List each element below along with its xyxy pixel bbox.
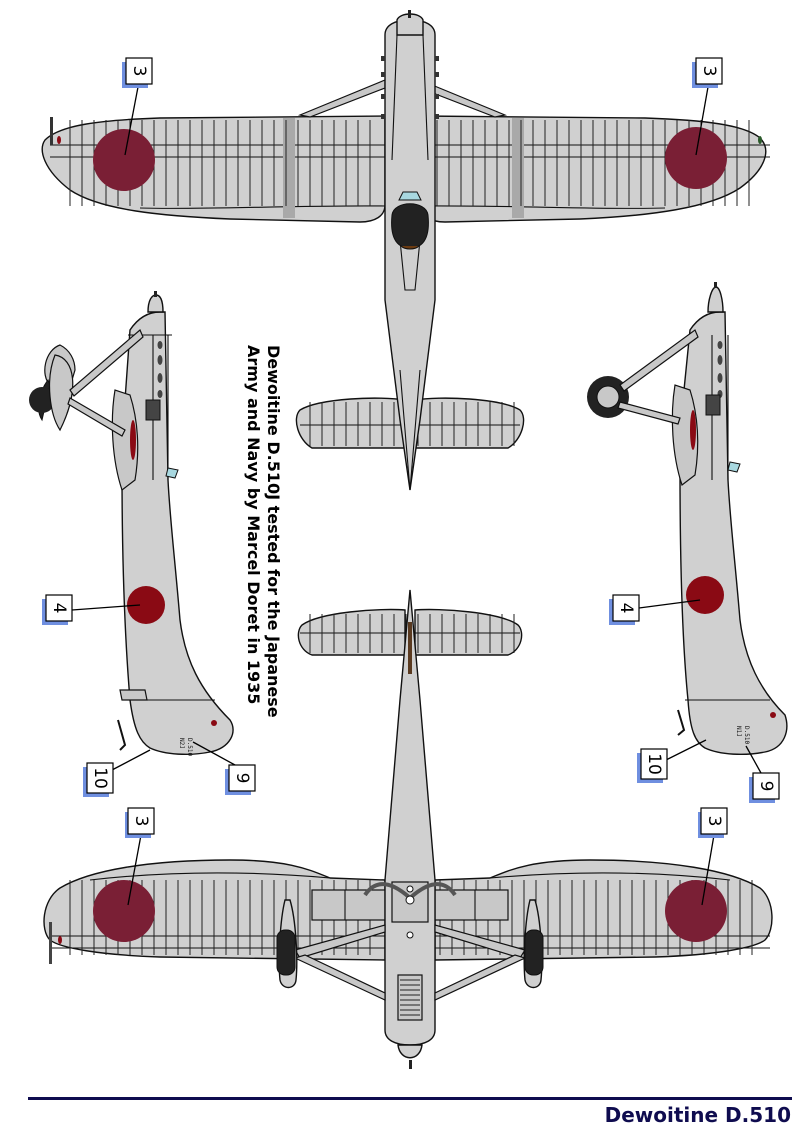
spinner	[397, 1044, 423, 1059]
callout-4: 4	[42, 594, 141, 625]
windscreen	[398, 191, 422, 201]
headrest	[400, 245, 420, 250]
svg-text:3: 3	[699, 66, 719, 77]
svg-text:9: 9	[756, 781, 776, 792]
svg-text:9: 9	[232, 773, 252, 784]
hinomaru-roundel	[127, 586, 165, 624]
bottom-plan-view	[43, 589, 773, 1069]
serial-marking: N1J	[735, 726, 742, 737]
callout-3: 3	[698, 807, 728, 906]
caption-line-1: Dewoitine D.510J tested for the Japanese	[264, 345, 283, 718]
navigation-light	[57, 136, 61, 144]
bottom-fuselage	[384, 589, 436, 1069]
footer-title: Dewoitine D.510	[604, 1103, 791, 1127]
hinomaru-roundel	[665, 127, 727, 189]
callout-10: 10	[83, 749, 151, 797]
callout-3: 3	[692, 57, 723, 156]
svg-text:3: 3	[131, 816, 151, 827]
top-fuselage	[381, 10, 439, 491]
hinomaru-roundel	[686, 576, 724, 614]
callout-4: 4	[609, 594, 701, 625]
undercarriage	[276, 882, 544, 1001]
radiator	[397, 974, 423, 1021]
spinner	[707, 286, 724, 313]
right-side-profile: D.510 N1J	[587, 282, 788, 756]
callout-3: 3	[125, 807, 155, 906]
top-right-wing	[419, 115, 770, 223]
hinomaru-roundel	[93, 880, 155, 942]
callout-3: 3	[122, 57, 153, 156]
top-tailplane	[295, 397, 525, 449]
navigation-light	[758, 136, 762, 144]
spinner	[147, 294, 164, 313]
svg-text:3: 3	[704, 816, 724, 827]
hinomaru-roundel	[665, 880, 727, 942]
tail-skid	[408, 622, 412, 674]
callouts: 3 3 3 3 4	[42, 57, 780, 906]
svg-text:4: 4	[616, 603, 636, 614]
pitot-tube	[50, 117, 53, 145]
svg-text:4: 4	[49, 603, 69, 614]
top-left-wing	[41, 115, 386, 223]
hinomaru-roundel	[93, 129, 155, 191]
top-plan-view	[41, 10, 770, 491]
svg-text:10: 10	[644, 753, 664, 775]
serial-marking: D.510	[186, 738, 193, 756]
bottom-right-wing	[434, 859, 773, 961]
pitot-tube	[49, 922, 52, 964]
bottom-left-wing	[43, 859, 386, 964]
navigation-light	[58, 936, 62, 944]
propeller-hub	[409, 1060, 412, 1069]
document-caption: Dewoitine D.510J tested for the Japanese…	[244, 345, 283, 718]
wheel	[276, 929, 296, 976]
callout-9: 9	[192, 741, 256, 795]
propeller-hub	[408, 10, 411, 18]
callout-9: 9	[745, 745, 780, 803]
callout-10: 10	[637, 739, 707, 783]
serial-marking: D.510	[743, 726, 750, 744]
left-side-profile: D.510 N2J	[29, 291, 234, 756]
caption-line-2: Army and Navy by Marcel Doret in 1935	[244, 345, 263, 704]
bottom-tailplane	[297, 608, 523, 656]
wing-struts	[297, 79, 508, 118]
wheel	[524, 929, 544, 976]
svg-text:3: 3	[129, 66, 149, 77]
serial-marking: N2J	[178, 738, 185, 749]
footer-divider	[28, 1097, 792, 1100]
spinner	[396, 13, 424, 36]
cockpit-opening	[391, 203, 429, 249]
svg-text:10: 10	[90, 767, 110, 789]
